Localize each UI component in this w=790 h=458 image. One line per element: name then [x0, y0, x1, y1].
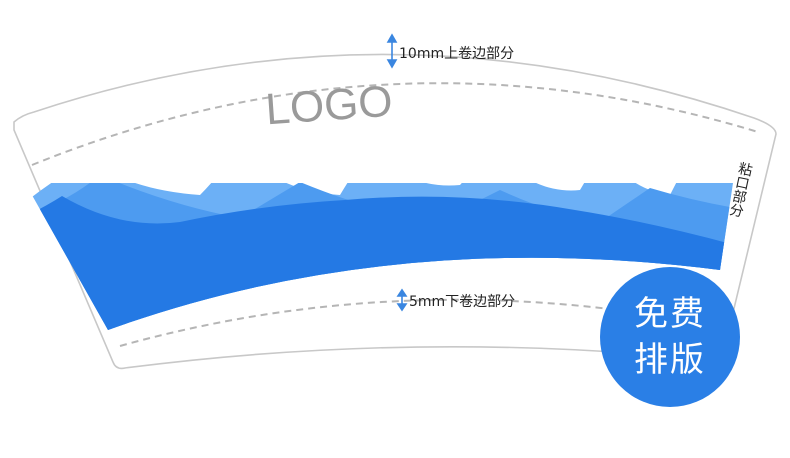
top-margin-arrow-icon — [386, 33, 398, 69]
badge-line-1: 免费 — [634, 294, 706, 334]
badge-line-2: 排版 — [634, 340, 706, 380]
free-layout-badge: 免费 排版 — [600, 267, 740, 407]
logo-text: LOGO — [264, 77, 394, 135]
top-dashed-line — [31, 82, 759, 166]
bottom-margin-arrow-icon — [396, 288, 408, 312]
bottom-margin-label: 5mm下卷边部分 — [409, 294, 515, 310]
top-margin-label: 10mm上卷边部分 — [399, 46, 514, 62]
